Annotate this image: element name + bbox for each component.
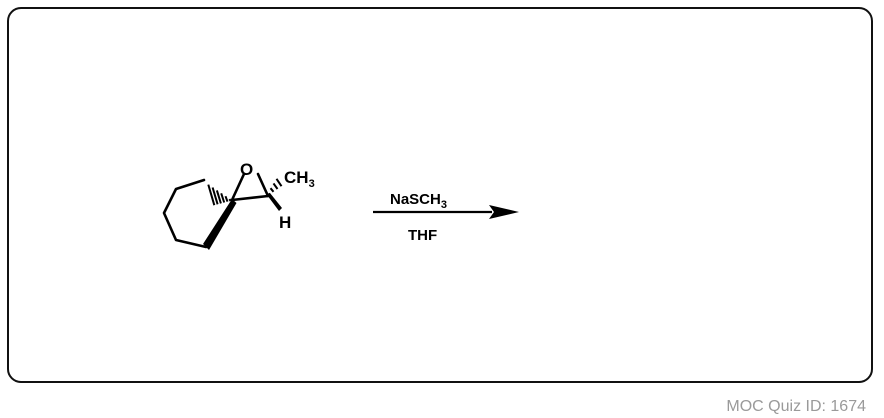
bold-wedge-bond bbox=[203, 199, 237, 250]
reagent-label: NaSCH3 bbox=[390, 191, 447, 211]
hydrogen-label: H bbox=[279, 213, 291, 232]
oxygen-label: O bbox=[240, 160, 253, 179]
hashed-wedge-bond bbox=[207, 184, 232, 206]
epoxide-bonds bbox=[230, 172, 270, 202]
scheme-frame bbox=[7, 7, 873, 383]
cyclohexane-ring bbox=[162, 178, 208, 249]
quiz-id-label: MOC Quiz ID: 1674 bbox=[726, 398, 866, 415]
methyl-label: CH3 bbox=[284, 168, 315, 190]
bold-wedge-hydrogen bbox=[267, 193, 282, 211]
hashed-wedge-methyl bbox=[267, 178, 283, 196]
solvent-label: THF bbox=[408, 227, 437, 244]
reaction-arrow bbox=[373, 205, 519, 219]
